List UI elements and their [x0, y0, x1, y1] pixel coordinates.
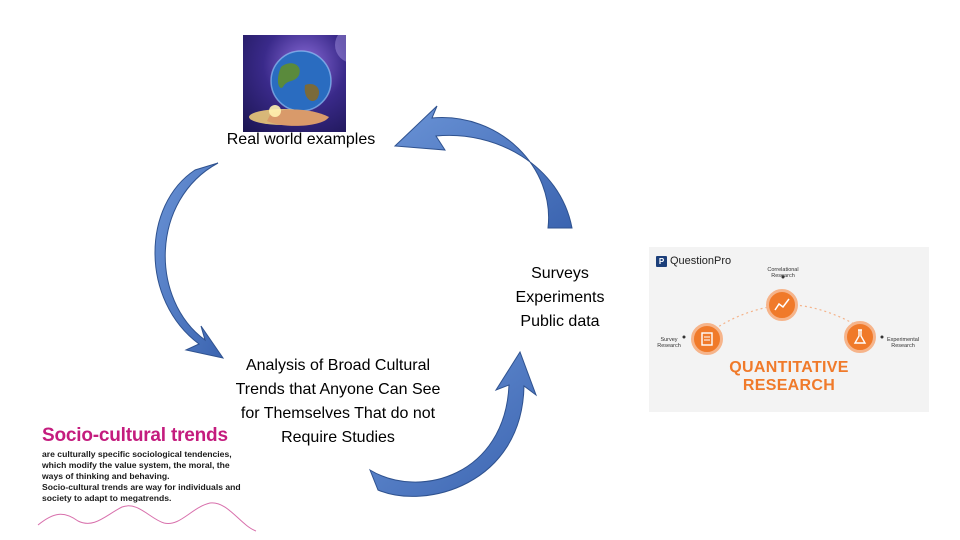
analysis-line: for Themselves That do not — [240, 405, 436, 422]
label-real-world: Real world examples — [226, 131, 376, 148]
experimental-flask-icon — [844, 321, 876, 353]
research-line: Experiments — [515, 289, 605, 306]
label-research-methods: Surveys Experiments Public data — [500, 262, 620, 334]
research-line: Surveys — [531, 265, 589, 282]
label-analysis: Analysis of Broad Cultural Trends that A… — [218, 354, 458, 450]
analysis-line: Analysis of Broad Cultural — [245, 357, 431, 374]
correlational-label: Correlational Research — [767, 267, 799, 279]
experimental-label: Experimental Research — [886, 337, 920, 349]
arrow-top-right — [393, 105, 573, 229]
analysis-line: Trends that Anyone Can See — [235, 381, 441, 398]
correlational-chart-icon — [766, 289, 798, 321]
quantitative-title: QUANTITATIVE RESEARCH — [729, 359, 849, 394]
arrow-left — [154, 162, 225, 359]
questionpro-brand: P QuestionPro — [656, 255, 731, 267]
questionpro-logo-icon: P — [656, 255, 667, 267]
questionpro-name: QuestionPro — [670, 255, 732, 267]
analysis-line: Require Studies — [281, 429, 395, 446]
globe-image — [243, 35, 346, 132]
socio-title: Socio-cultural trends — [42, 425, 228, 446]
arrow-bottom-right — [368, 350, 538, 497]
socio-body: are culturally specific sociological ten… — [42, 449, 241, 503]
survey-label: Survey Research — [657, 337, 681, 349]
survey-form-icon — [691, 323, 723, 355]
research-line: Public data — [520, 313, 600, 330]
socio-wave — [37, 502, 257, 532]
quantitative-research-image: P QuestionPro Correlational Research Sur… — [649, 247, 929, 412]
socio-cultural-image: Socio-cultural trends are culturally spe… — [34, 422, 258, 540]
